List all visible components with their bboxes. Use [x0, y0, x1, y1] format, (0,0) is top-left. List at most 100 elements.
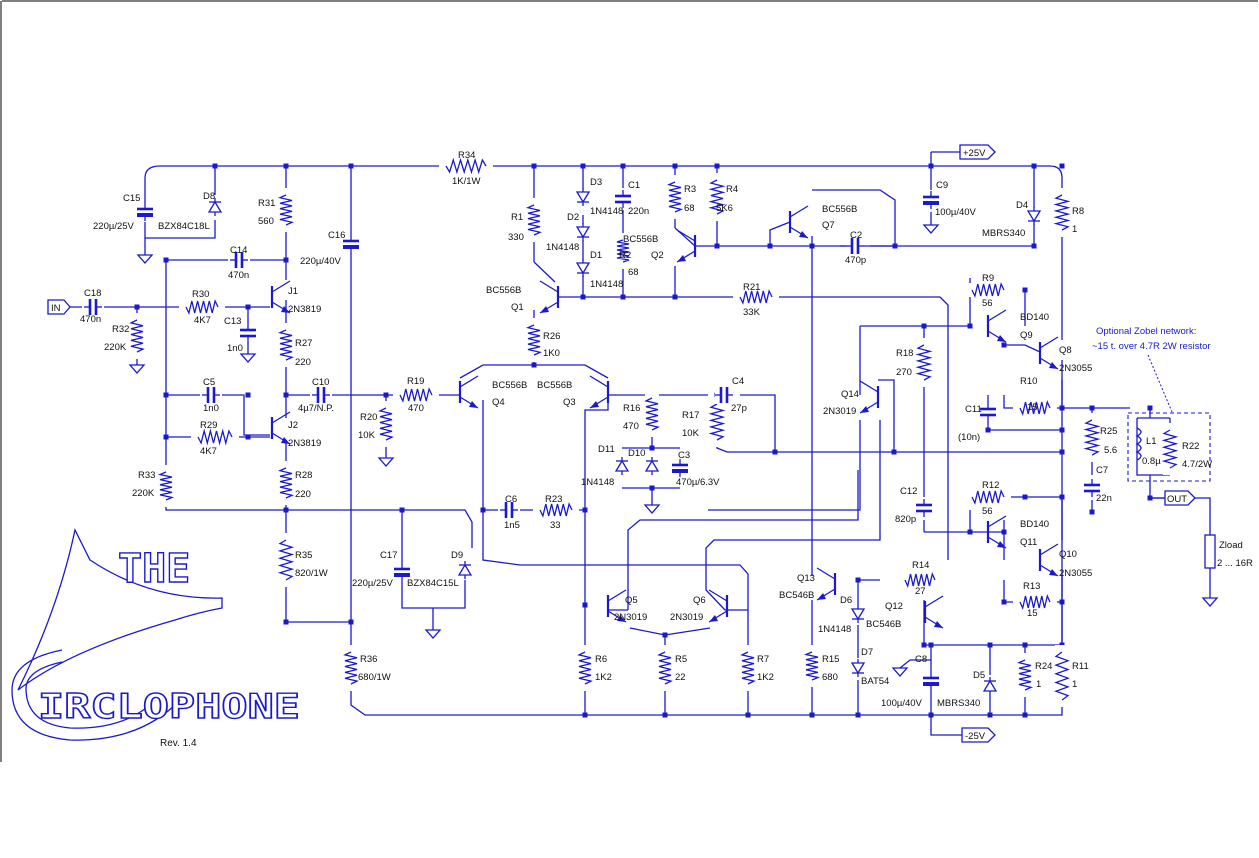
- label-R31-val: 560: [258, 216, 274, 227]
- ground-4: [424, 629, 442, 639]
- junction-44: [1059, 449, 1065, 455]
- transistor-Q14-arrow: [860, 406, 869, 413]
- cap-C17-polar: [394, 573, 410, 577]
- label-R31-ref: R31: [258, 198, 275, 209]
- label-Zload-ref: Zload: [1219, 540, 1243, 551]
- label-Q11-ref: Q11: [1020, 537, 1037, 548]
- cap-bg-C13: [239, 324, 257, 342]
- label-R29-val: 4K7: [200, 446, 217, 457]
- cap-bg-C4: [715, 386, 733, 404]
- cap-bg-C10: [312, 386, 330, 404]
- label-R28-ref: R28: [295, 470, 312, 481]
- label-D4-ref: D4: [1016, 200, 1028, 211]
- transistor-Q10-collector: [1039, 543, 1059, 556]
- label-R2-ref: R2: [619, 250, 631, 261]
- junction-16: [163, 434, 169, 440]
- junction-9: [1031, 163, 1037, 169]
- label-R35-val: 820/1W: [295, 568, 328, 579]
- label-R6-ref: R6: [595, 654, 607, 665]
- ground-5: [643, 504, 661, 514]
- transistor-Q9-arrow: [997, 335, 1006, 342]
- cap-bg-C2: [846, 237, 864, 255]
- label-C10-val: 4µ7/N.P.: [298, 403, 334, 414]
- label-Q4-val: BC556B: [492, 380, 527, 391]
- label-R7-ref: R7: [757, 654, 769, 665]
- label-Q2-ref: Q2: [651, 250, 664, 261]
- label-C14-val: 470n: [228, 270, 249, 281]
- label-R21-val: 33K: [743, 307, 761, 318]
- label-Q2-val: BC556B: [623, 234, 658, 245]
- capacitors: [84, 190, 1101, 690]
- label-D6-ref: D6: [840, 595, 852, 606]
- junction-70: [1147, 405, 1153, 411]
- label-Q13-val: BC546B: [779, 590, 814, 601]
- label-R36-ref: R36: [360, 654, 377, 665]
- junction-28: [649, 445, 655, 451]
- label-Q1-val: BC556B: [486, 285, 521, 296]
- junction-37: [1059, 163, 1065, 169]
- label-L1-val: 0.8µ: [1142, 456, 1161, 467]
- cap-bg-C11: [979, 403, 997, 421]
- transistor-Q6-collector: [708, 589, 728, 602]
- junction-57: [987, 642, 993, 648]
- junction-68: [1022, 712, 1028, 718]
- cap-C16-polar: [343, 245, 359, 249]
- junction-55: [921, 642, 927, 648]
- label-R25-ref: R25: [1100, 426, 1117, 437]
- transistor-J2-arrow: [281, 437, 290, 444]
- label-R20-val: 10K: [358, 430, 376, 441]
- vpos-port: [959, 144, 996, 160]
- junction-8: [928, 163, 934, 169]
- label-Q1-ref: Q1: [511, 302, 524, 313]
- out-port-label: OUT: [1167, 494, 1187, 505]
- logo-c-outer: [11, 649, 181, 741]
- resistor-R36: [343, 651, 359, 685]
- label-C9-ref: C9: [936, 180, 948, 191]
- resistor-R20: [378, 407, 394, 441]
- label-R9-ref: R9: [982, 273, 994, 284]
- junction-30: [480, 507, 486, 513]
- label-R1-ref: R1: [511, 212, 523, 223]
- label-Q12-ref: Q12: [885, 601, 903, 612]
- label-Q10-val: 2N3055: [1059, 568, 1092, 579]
- resistor-R34: [445, 157, 487, 175]
- zobel-box: [1127, 412, 1211, 482]
- transistor-Q2-arrow: [677, 255, 686, 262]
- cap-bg-C7: [1083, 479, 1101, 497]
- logo: THE IRCLOPHONE Rev. 1.4: [11, 528, 301, 749]
- label-D4-val: MBRS340: [982, 228, 1025, 239]
- label-D9-ref: D9: [451, 550, 463, 561]
- junction-42: [985, 427, 991, 433]
- label-D10-ref: D10: [628, 448, 645, 459]
- junction-25: [531, 362, 537, 368]
- junction-64: [809, 712, 815, 718]
- label-C7-ref: C7: [1096, 465, 1108, 476]
- label-C16-val: 220µ/40V: [300, 256, 342, 267]
- transistor-Q12-arrow: [934, 621, 943, 628]
- transistor-J1-arrow: [281, 306, 290, 313]
- diodes: [207, 188, 1042, 695]
- resistors: [129, 157, 1179, 707]
- label-R12-val: 56: [982, 506, 993, 517]
- zobel-note-line2: ~15 t. over 4.7R 2W resistor: [1092, 341, 1211, 352]
- ground-6: [922, 224, 940, 234]
- resistor-R32: [129, 319, 145, 353]
- transistor-Q1-arrow: [540, 306, 549, 313]
- junction-2: [348, 163, 354, 169]
- resistor-R18: [915, 344, 933, 381]
- junction-60: [582, 602, 588, 608]
- label-D9-val: BZX84C15L: [407, 578, 459, 589]
- transistor-Q10-arrow: [1049, 569, 1058, 576]
- label-C2-val: 470p: [845, 255, 866, 266]
- transistor-Q4-arrow: [469, 401, 478, 408]
- label-R30-ref: R30: [192, 289, 209, 300]
- label-R13-val: 15: [1027, 608, 1038, 619]
- label-D1-ref: D1: [590, 250, 602, 261]
- label-R28-val: 220: [295, 489, 311, 500]
- junction-62: [662, 712, 668, 718]
- junction-72: [1089, 509, 1095, 515]
- resistor-R23: [539, 502, 573, 518]
- label-C7-val: 22n: [1096, 493, 1112, 504]
- label-R17-val: 10K: [682, 428, 700, 439]
- vneg-label: -25V: [965, 731, 986, 742]
